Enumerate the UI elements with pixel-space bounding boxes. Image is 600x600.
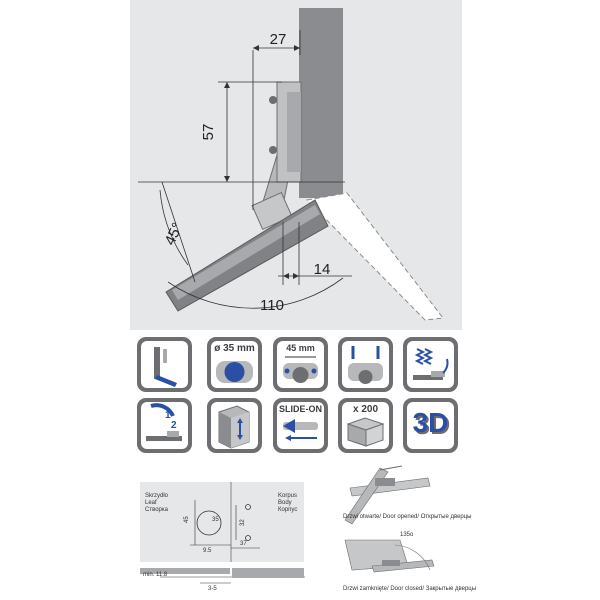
drilling-and-door-diagrams: Skrzydło Leaf Створка Korpus Body Корпус… [0,460,600,600]
plate-body [287,92,301,172]
leaf-panel [140,482,230,562]
screw-mounting-icon [338,337,393,392]
plate-hole-bottom [245,535,251,541]
open-angle: 135o [400,532,414,538]
dim-57: 57 [200,124,217,141]
svg-text:1: 1 [165,410,171,421]
leaf-label-ru: Створка [145,507,169,513]
soft-close-icon [403,337,458,392]
door-closed-diagram [344,539,435,573]
body-label-en: Body [278,500,292,506]
dim-45: 45 [184,516,190,523]
3d-icon: 3D [403,398,458,453]
slide-on-icon: SLIDE-ON [273,398,328,453]
body-label-ru: Корпус [278,507,297,513]
door-leaf-face [172,205,320,300]
cabinet-wall [299,8,343,198]
dim-27: 27 [270,31,287,48]
plate-hole-top [245,504,251,510]
leaf-section [140,568,230,574]
plate-screw-top [269,96,277,104]
cup-35mm-icon: ø 35 mm [207,337,262,392]
plate-screw-bottom [269,146,277,154]
door-closed-caption: Drzwi zamknięte/ Door closed/ Закрытые д… [343,586,476,592]
body-panel [232,482,304,562]
main-hinge-diagram: 27 57 45° 14 110 [130,0,462,330]
body-label-pl: Korpus [278,493,297,499]
3d-adjust-box-icon [207,398,262,453]
dim-110: 110 [260,297,284,314]
plate-45mm-icon: 45 mm [273,337,328,392]
overlay-icon [137,337,192,392]
leaf-label-pl: Skrzydło [145,493,169,499]
dimension-arrows [224,45,300,279]
two-step-icon: 1 2 [137,398,192,453]
dim-35: 35 [212,517,219,523]
cup-hole [196,510,222,536]
dim-32: 32 [240,519,246,526]
body-section [232,568,304,578]
leaf-label-en: Leaf [145,500,157,506]
dim-14: 14 [314,261,331,278]
dim-3-5: 3-5 [208,586,217,592]
pack-200-icon: x 200 [338,398,393,453]
dim-37: 37 [240,541,247,547]
svg-text:2: 2 [171,420,177,431]
dim-9-5: 9.5 [203,548,212,554]
open-door-outline [305,192,444,321]
dim-min-11-8: min. 11.8 [143,572,168,578]
door-opened-caption: Drzwi otwarte/ Door opened/ Открытые две… [343,514,472,520]
door-opened-diagram [344,465,431,525]
